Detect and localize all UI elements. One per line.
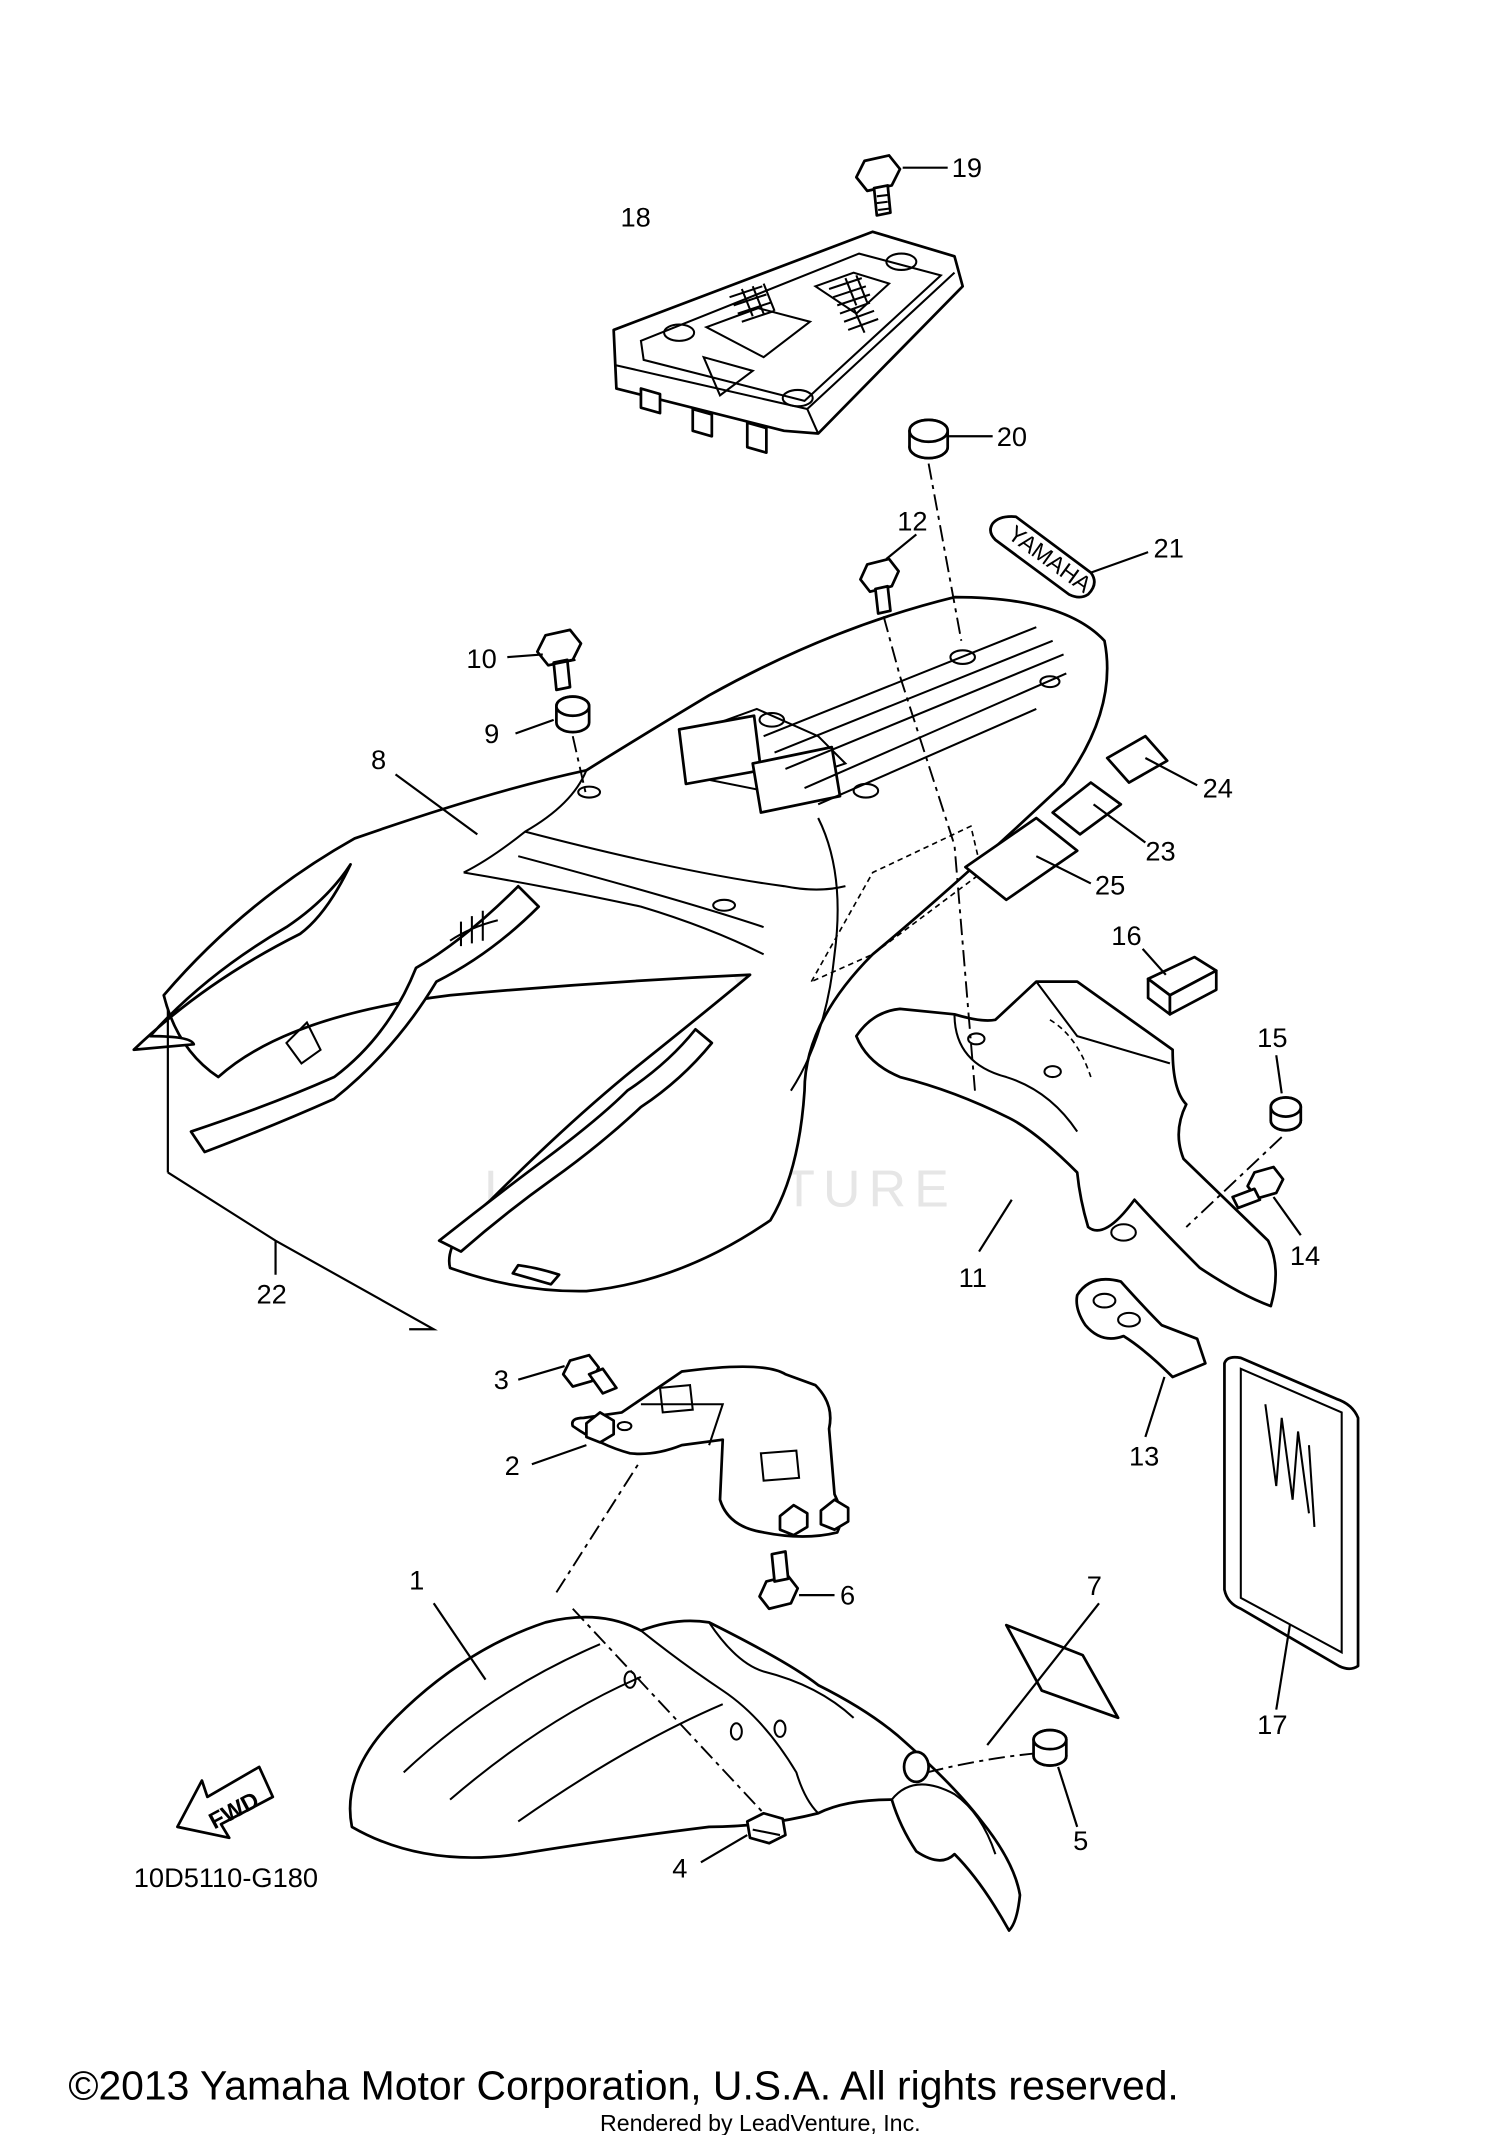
- callout-9: 9: [484, 718, 499, 749]
- copyright-text: ©2013 Yamaha Motor Corporation, U.S.A. A…: [68, 2063, 1178, 2109]
- leader-3: [517, 1365, 565, 1381]
- callout-8: 8: [371, 744, 386, 775]
- part-14-bolt: [1231, 1165, 1285, 1210]
- leader-7: [986, 1602, 1100, 1746]
- centerline-20: [927, 463, 963, 641]
- leader-21: [1090, 551, 1149, 574]
- leader-12: [885, 533, 918, 560]
- part-7-decal: [1004, 1623, 1120, 1720]
- part-23-decal: [1051, 781, 1123, 836]
- centerline-12: [882, 615, 976, 1091]
- emblem-text: YAMAHA: [1003, 520, 1096, 598]
- callout-22: 22: [256, 1278, 286, 1309]
- callout-3: 3: [494, 1364, 509, 1395]
- callout-25: 25: [1095, 869, 1125, 900]
- leader-1: [432, 1602, 487, 1681]
- callout-13: 13: [1129, 1441, 1159, 1472]
- part-2-bracket: [555, 1365, 850, 1593]
- leader-9: [515, 718, 555, 735]
- callout-1: 1: [409, 1565, 424, 1596]
- leader-17: [1275, 1624, 1291, 1710]
- callout-12: 12: [897, 505, 927, 536]
- leader-15: [1275, 1055, 1283, 1094]
- part-22-side-decals: [132, 862, 714, 1286]
- part-5-plug: [1032, 1728, 1068, 1767]
- callout-labels: 1 2 3 4 5 6 7 8 9 10 11 12 13 14 15 16 1…: [256, 152, 1320, 1883]
- leader-2: [531, 1444, 587, 1466]
- part-19-bolt: [854, 154, 902, 217]
- part-17-plate: [1223, 1355, 1360, 1671]
- part-1-front-fender: [348, 1608, 1037, 1932]
- callout-14: 14: [1290, 1240, 1320, 1271]
- part-11-rear-fender: [854, 980, 1278, 1308]
- part-21-emblem: YAMAHA: [989, 515, 1097, 599]
- callout-4: 4: [672, 1852, 687, 1883]
- diagram-code: 10D5110-G180: [134, 1862, 318, 1893]
- callout-2: 2: [505, 1450, 520, 1481]
- part-4-nut: [745, 1811, 787, 1845]
- callout-21: 21: [1154, 533, 1184, 564]
- callout-5: 5: [1073, 1825, 1088, 1856]
- leader-23: [1092, 803, 1147, 844]
- callout-7: 7: [1087, 1570, 1102, 1601]
- part-10-bolt: [535, 628, 583, 692]
- fwd-arrow-icon: FWD: [176, 1765, 275, 1840]
- rendered-by-text: Rendered by LeadVenture, Inc.: [600, 2110, 921, 2135]
- part-25-decal: [964, 816, 1079, 902]
- leader-13: [1144, 1376, 1166, 1438]
- part-16-pad: [1146, 955, 1218, 1016]
- callout-16: 16: [1111, 920, 1141, 951]
- leader-11: [978, 1199, 1013, 1253]
- centerline-14: [1185, 1136, 1283, 1228]
- callout-23: 23: [1145, 835, 1175, 866]
- callout-10: 10: [466, 643, 496, 674]
- part-9-collar: [555, 695, 591, 734]
- leader-8: [394, 773, 478, 836]
- part-20-grommet: [908, 418, 950, 460]
- part-3-bolt: [561, 1353, 618, 1395]
- part-8-rear-body: [162, 595, 1109, 1293]
- leader-22: [166, 1008, 438, 1331]
- callout-18: 18: [620, 201, 650, 232]
- callout-20: 20: [997, 421, 1027, 452]
- leader-5: [1057, 1766, 1079, 1828]
- leader-14: [1272, 1196, 1302, 1236]
- part-6-bolt: [758, 1550, 800, 1611]
- callout-17: 17: [1257, 1709, 1287, 1740]
- callout-24: 24: [1203, 773, 1233, 804]
- leader-24: [1144, 757, 1198, 787]
- part-12-bolt: [859, 557, 900, 615]
- leader-10: [507, 653, 543, 659]
- leader-16: [1141, 948, 1167, 976]
- part-18-carrier: [612, 230, 965, 454]
- leader-4: [700, 1834, 748, 1864]
- part-13-bracket: [1075, 1277, 1207, 1379]
- callout-15: 15: [1257, 1022, 1287, 1053]
- part-24-decal: [1105, 734, 1169, 784]
- callout-19: 19: [952, 152, 982, 183]
- leader-25: [1035, 855, 1092, 885]
- callout-6: 6: [840, 1580, 855, 1611]
- centerline-9: [571, 735, 588, 797]
- callout-11: 11: [959, 1262, 987, 1293]
- part-15-grommet: [1269, 1096, 1303, 1132]
